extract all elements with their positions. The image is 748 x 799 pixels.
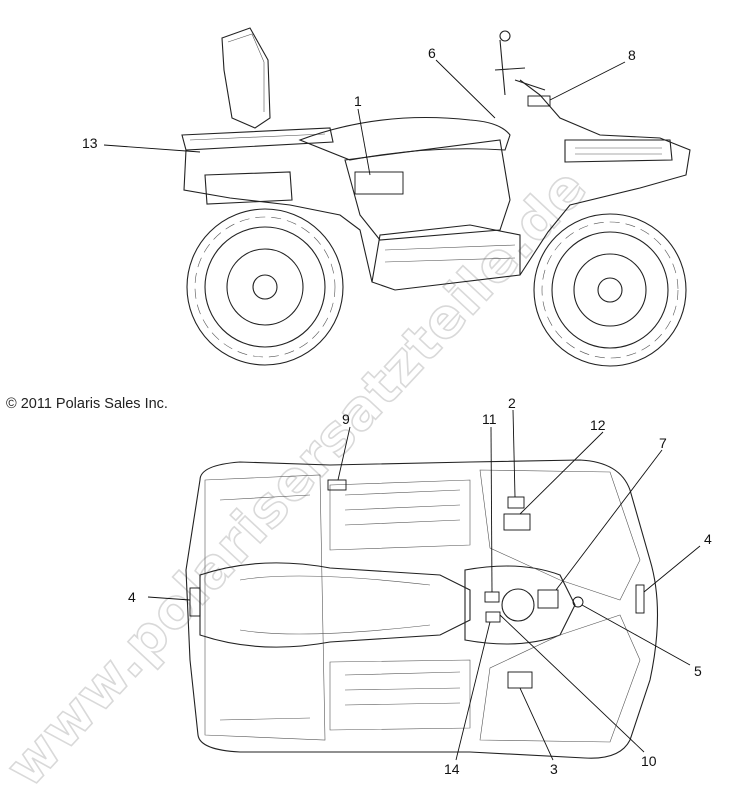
callout-2: 2 (508, 395, 516, 411)
decal-1-marker (354, 171, 404, 195)
callout-3: 3 (550, 761, 558, 777)
decal-9-marker (327, 479, 347, 491)
front-wheel (533, 213, 687, 367)
decal-12-marker (503, 513, 531, 531)
atv-side-view (181, 27, 691, 367)
decal-7-marker (537, 589, 559, 609)
callout-13: 13 (82, 135, 98, 151)
callout-7: 7 (659, 435, 667, 451)
decal-3-marker (507, 671, 533, 689)
callout-1: 1 (354, 93, 362, 109)
callout-5: 5 (694, 663, 702, 679)
leader-lines (103, 59, 701, 761)
decal-4-front-marker (635, 584, 645, 614)
decal-5-marker (572, 596, 584, 608)
callout-12: 12 (590, 417, 606, 433)
callout-8: 8 (628, 47, 636, 63)
callout-9: 9 (342, 411, 350, 427)
callout-10: 10 (641, 753, 657, 769)
watermark: www.polarisersatzteile.de (0, 156, 599, 799)
rear-wheel (186, 208, 344, 366)
callout-11: 11 (482, 411, 497, 427)
callout-4-rear: 4 (128, 589, 136, 605)
decal-14-marker (485, 611, 501, 623)
copyright-notice: © 2011 Polaris Sales Inc. (6, 396, 168, 412)
callout-4-front: 4 (704, 531, 712, 547)
callout-labels: 1 6 8 13 2 12 7 4 4 5 9 11 10 14 3 (82, 45, 712, 777)
decal-4-rear-marker (189, 587, 201, 617)
decal-11-marker (484, 591, 500, 603)
callout-14: 14 (444, 761, 460, 777)
decal-2-marker (507, 496, 525, 509)
callout-6: 6 (428, 45, 436, 61)
